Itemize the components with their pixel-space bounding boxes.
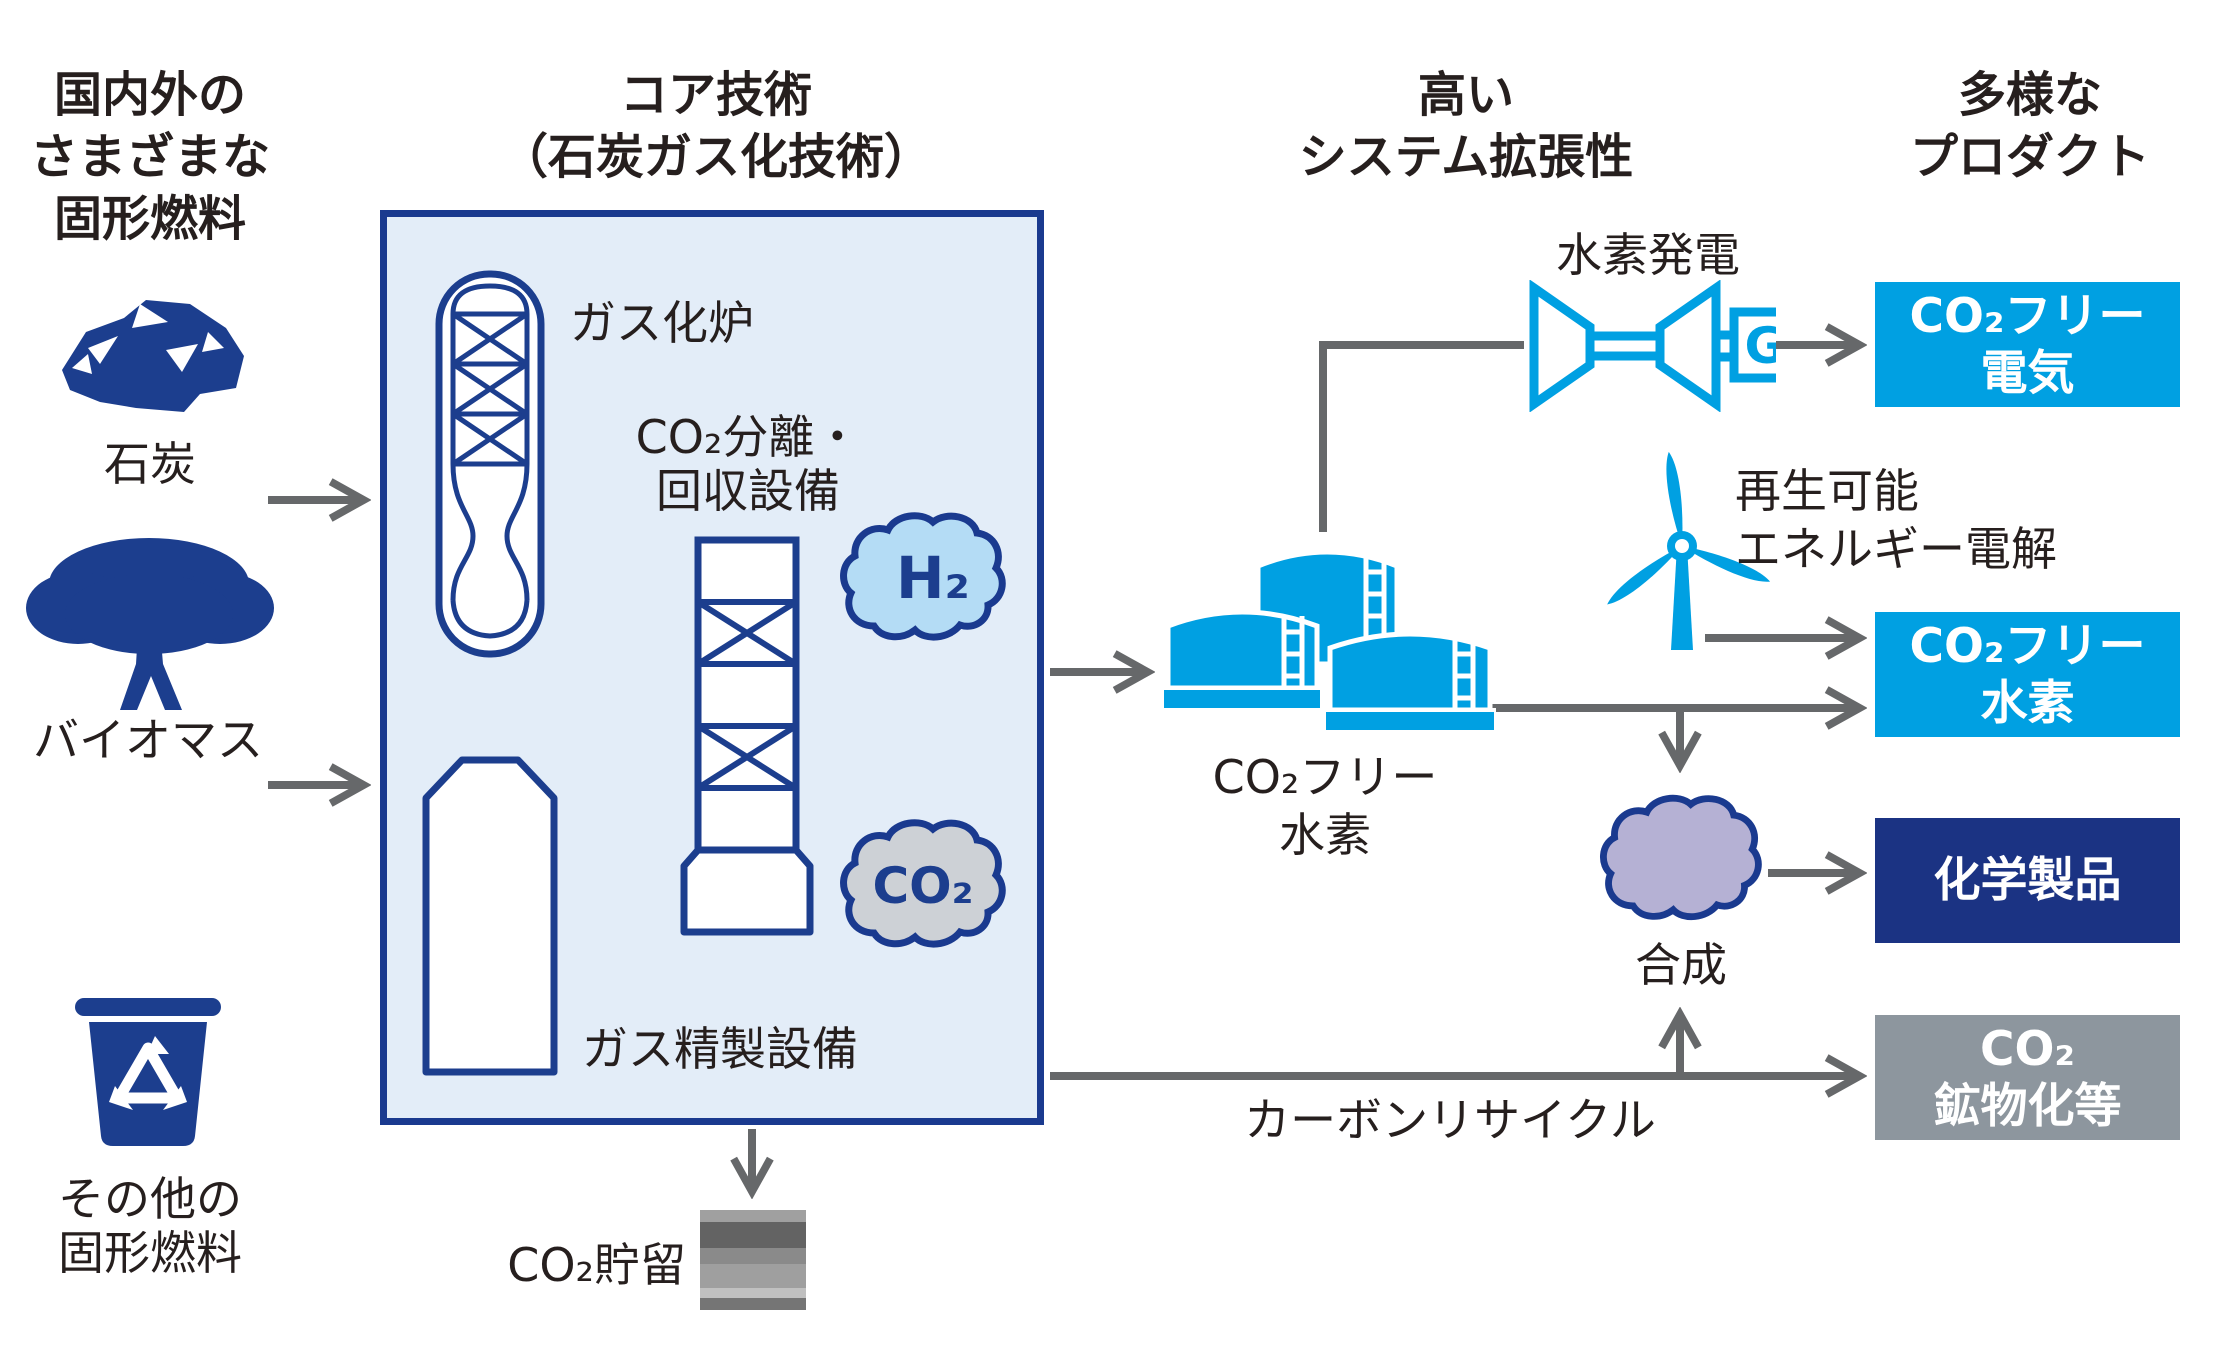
hydrogen-tanks-icon	[1160, 549, 1496, 734]
gas-refining-label: ガス精製設備	[582, 1022, 858, 1076]
header-solid-fuels: 国内外の さまざまな 固形燃料	[28, 64, 272, 250]
header-line: プロダクト	[1909, 129, 2150, 185]
product-box-co2-mineralization: CO₂ 鉱物化等	[1875, 1015, 2180, 1140]
storage-stripe	[700, 1248, 806, 1264]
co2-separation-line: 回収設備	[656, 464, 840, 518]
header-line: システム拡張性	[1298, 129, 1634, 185]
header-line: さまざまな	[29, 129, 270, 185]
coal-icon	[62, 300, 244, 412]
generator-g-text: G	[1744, 317, 1776, 375]
header-system-expandability: 高い システム拡張性	[1216, 64, 1716, 188]
other-fuels-label: その他の 固形燃料	[28, 1172, 272, 1280]
biomass-label-text: バイオマス	[33, 713, 263, 767]
co2-storage-label: CO₂貯留	[448, 1238, 686, 1292]
storage-stripe	[700, 1288, 806, 1298]
synthesis-cloud-icon	[1600, 794, 1762, 920]
carbon-recycle-label-text: カーボンリサイクル	[1244, 1093, 1656, 1147]
header-line: 多様な	[1957, 67, 2102, 123]
header-line: （石炭ガス化技術）	[499, 129, 932, 185]
gas-refining-label-text: ガス精製設備	[582, 1022, 858, 1076]
underground-storage-icon	[700, 1210, 806, 1310]
co2-separation-line: CO₂分離・	[635, 410, 861, 464]
header-line: 固形燃料	[53, 191, 246, 247]
line-tanks-to-turbine	[1319, 341, 1524, 532]
gas-refining-vessel-icon	[422, 756, 558, 1076]
h2-cloud-text: H₂	[896, 544, 970, 612]
co2-separation-label: CO₂分離・ 回収設備	[598, 410, 898, 518]
hydrogen-power-label-text: 水素発電	[1556, 228, 1740, 282]
product-box-chemicals: 化学製品	[1875, 818, 2180, 943]
product-box-line: 化学製品	[1933, 853, 2122, 908]
product-box-line: 水素	[1980, 675, 2075, 731]
synthesis-label-text: 合成	[1635, 938, 1727, 992]
coal-label-text: 石炭	[104, 437, 196, 491]
biomass-label: バイオマス	[18, 713, 278, 767]
carbon-recycle-label: カーボンリサイクル	[1240, 1093, 1660, 1147]
header-line: コア技術	[619, 67, 812, 123]
product-box-line: 鉱物化等	[1933, 1078, 2122, 1134]
gasifier-label-text: ガス化炉	[570, 296, 754, 350]
other-fuels-bin-icon	[75, 998, 221, 1146]
separation-column-icon	[680, 536, 814, 936]
product-box-co2free-hydrogen: CO₂フリー 水素	[1875, 612, 2180, 737]
renewable-line: 再生可能	[1735, 464, 1919, 518]
storage-stripe	[700, 1264, 806, 1288]
gasifier-icon	[435, 270, 545, 658]
header-diverse-products: 多様な プロダクト	[1780, 64, 2228, 188]
header-line: 高い	[1417, 67, 1514, 123]
tank-hydrogen-label: CO₂フリー 水素	[1175, 748, 1475, 864]
storage-stripe	[700, 1210, 806, 1222]
other-fuels-line: その他の	[58, 1172, 242, 1226]
synthesis-label: 合成	[1606, 938, 1756, 992]
wind-turbine-icon	[1607, 451, 1771, 650]
co2-storage-label-text: CO₂貯留	[507, 1238, 686, 1292]
product-box-line: CO₂フリー	[1909, 618, 2146, 674]
header-line: 国内外の	[53, 67, 246, 123]
product-box-co2free-electricity: CO₂フリー 電気	[1875, 282, 2180, 407]
tank-hydrogen-line: CO₂フリー	[1212, 750, 1438, 804]
renewable-line: エネルギー電解	[1735, 522, 2057, 576]
tank-hydrogen-line: 水素	[1279, 808, 1371, 862]
co2-cloud-text: CO₂	[872, 857, 973, 915]
gasifier-label: ガス化炉	[570, 296, 754, 350]
product-box-line: 電気	[1980, 345, 2075, 401]
gray-connectors	[268, 345, 1856, 1188]
hydrogen-power-label: 水素発電	[1498, 228, 1798, 282]
product-box-line: CO₂	[1979, 1021, 2076, 1077]
header-core-technology: コア技術 （石炭ガス化技術）	[416, 64, 1016, 188]
renewable-electrolysis-label: 再生可能 エネルギー電解	[1735, 462, 2057, 578]
coal-label: 石炭	[50, 437, 250, 491]
storage-stripe	[700, 1222, 806, 1248]
biomass-tree-icon	[26, 538, 274, 710]
product-box-line: CO₂フリー	[1909, 288, 2146, 344]
storage-stripe	[700, 1298, 806, 1310]
h2-cloud-icon: H₂	[840, 512, 1006, 641]
other-fuels-line: 固形燃料	[58, 1226, 242, 1280]
co2-cloud-icon: CO₂	[840, 819, 1006, 948]
turbine-generator-icon: G	[1529, 280, 1776, 412]
